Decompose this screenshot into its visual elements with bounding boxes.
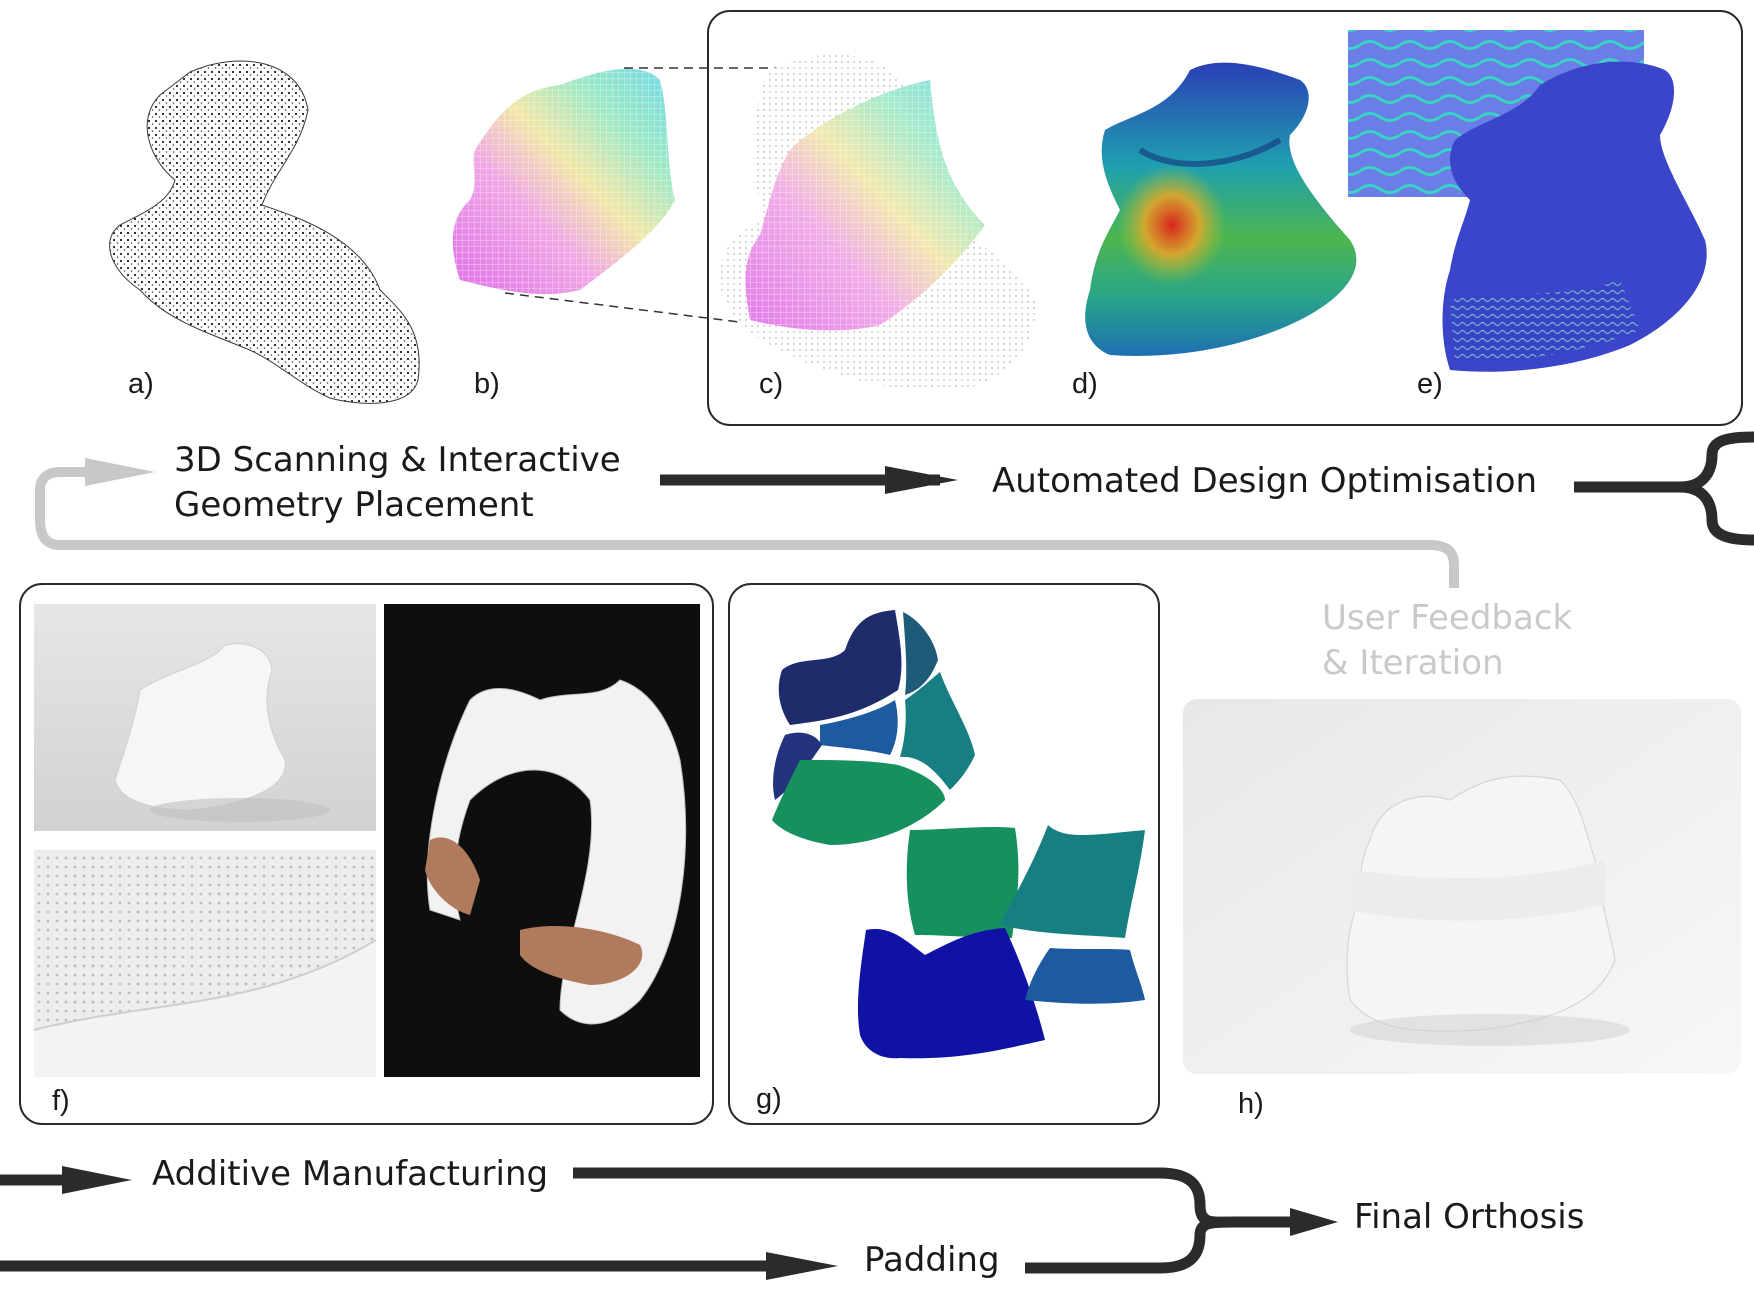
panel-label-c: c) [759, 368, 784, 400]
frame-segmentation [728, 583, 1160, 1125]
panel-label-e: e) [1417, 368, 1443, 400]
panel-label-a: a) [128, 368, 154, 400]
merge-brace [573, 1167, 1300, 1274]
panel-label-g: g) [756, 1083, 782, 1115]
step-feedback-line2: & Iteration [1322, 643, 1504, 683]
photo-texture-closeup [33, 850, 377, 1077]
segment-pieces [772, 610, 1145, 1059]
panel-label-f: f) [52, 1085, 70, 1117]
step-final: Final Orthosis [1354, 1197, 1585, 1237]
textured-design [1348, 30, 1707, 372]
step-padding: Padding [864, 1240, 1000, 1280]
arrowhead-scan-to-optimise [885, 466, 958, 494]
panel-label-h: h) [1238, 1088, 1264, 1120]
arrowhead-to-manufacturing [62, 1166, 132, 1194]
feedback-loop [35, 467, 1459, 588]
arrowhead-to-padding [766, 1252, 838, 1280]
panel-label-d: d) [1072, 368, 1098, 400]
panel-label-b: b) [474, 368, 500, 400]
frame-optimisation [707, 10, 1743, 426]
step-scanning: 3D Scanning & Interactive Geometry Place… [174, 438, 621, 528]
stress-heatmap [1085, 62, 1357, 356]
photo-flexibility-demo [384, 604, 700, 1077]
placed-geometry [452, 68, 675, 295]
photo-final-orthosis [1183, 699, 1741, 1074]
brace-right [1574, 431, 1754, 546]
frame-manufacturing [19, 583, 714, 1125]
scan-point-cloud [109, 60, 420, 404]
step-optimisation: Automated Design Optimisation [992, 461, 1538, 501]
step-scanning-line2: Geometry Placement [174, 485, 534, 525]
step-feedback-line1: User Feedback [1322, 598, 1573, 638]
photo-printed-orthosis [34, 604, 376, 831]
step-feedback: User Feedback & Iteration [1322, 596, 1572, 686]
step-scanning-line1: 3D Scanning & Interactive [174, 440, 621, 480]
arrowhead-final [1290, 1208, 1338, 1236]
overlay-scan-geometry [719, 54, 1036, 391]
step-manufacturing: Additive Manufacturing [152, 1154, 549, 1194]
feedback-arrowhead [85, 458, 155, 486]
